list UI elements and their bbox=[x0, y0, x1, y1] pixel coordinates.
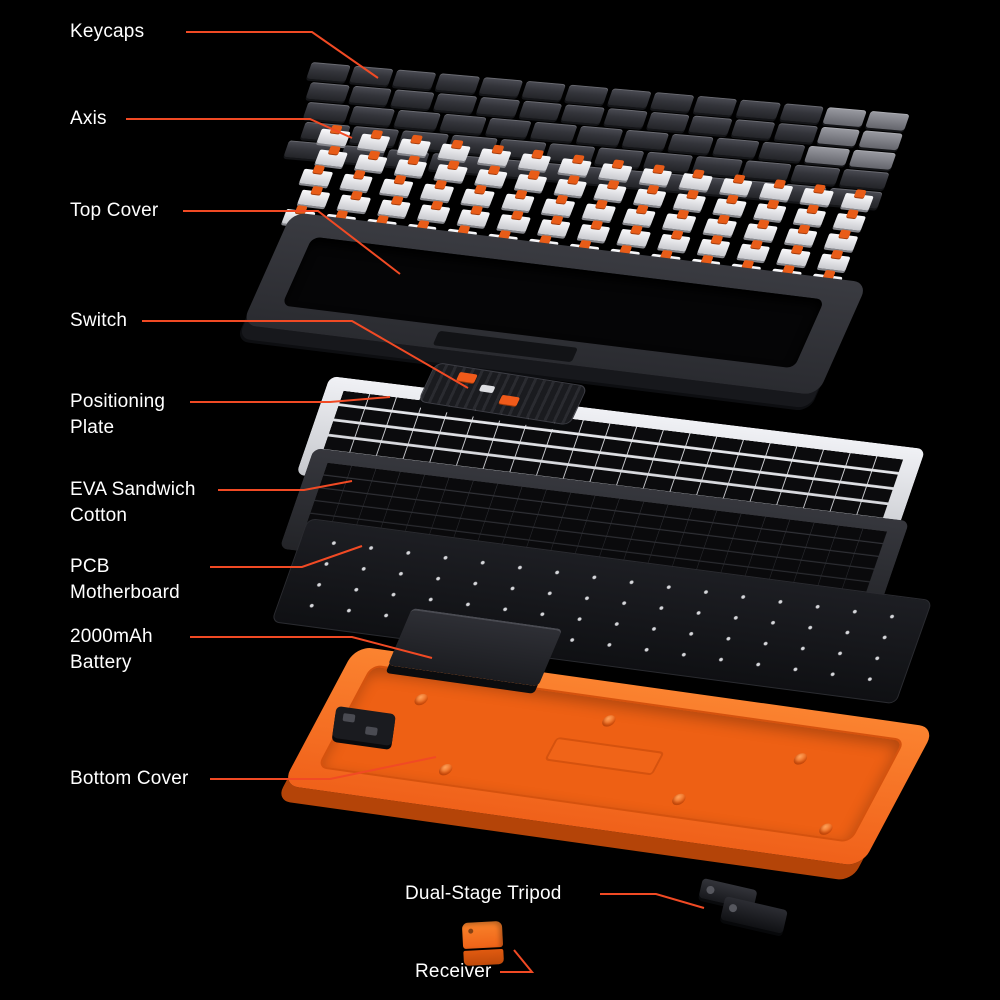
power-switch-nub bbox=[364, 726, 378, 736]
switch-button-icon bbox=[478, 384, 496, 394]
label-top-cover: Top Cover bbox=[70, 200, 159, 221]
leader-line-tripod bbox=[600, 893, 705, 909]
leader-line-receiver bbox=[500, 949, 535, 973]
usb-receiver-cap bbox=[461, 920, 504, 950]
label-dual-stage-tripod: Dual-Stage Tripod bbox=[405, 883, 562, 904]
label-battery: 2000mAh Battery bbox=[70, 626, 153, 673]
label-keycaps: Keycaps bbox=[70, 21, 145, 42]
label-switch: Switch bbox=[70, 310, 128, 331]
label-positioning-plate: Positioning Plate bbox=[70, 391, 166, 438]
power-switch-nub bbox=[342, 713, 356, 723]
label-bottom-cover: Bottom Cover bbox=[70, 768, 189, 789]
tripod-hinge-icon bbox=[728, 903, 738, 913]
tripod-foot bbox=[720, 896, 788, 934]
label-receiver: Receiver bbox=[415, 961, 492, 982]
usb-receiver-led-icon bbox=[468, 928, 474, 934]
switch-toggle-icon bbox=[498, 394, 521, 407]
label-axis: Axis bbox=[70, 108, 107, 129]
label-eva-sandwich-cotton: EVA Sandwich Cotton bbox=[70, 479, 196, 526]
label-pcb-motherboard: PCB Motherboard bbox=[70, 556, 180, 603]
switch-toggle-icon bbox=[456, 371, 478, 384]
tripod-hinge-icon bbox=[705, 885, 716, 895]
